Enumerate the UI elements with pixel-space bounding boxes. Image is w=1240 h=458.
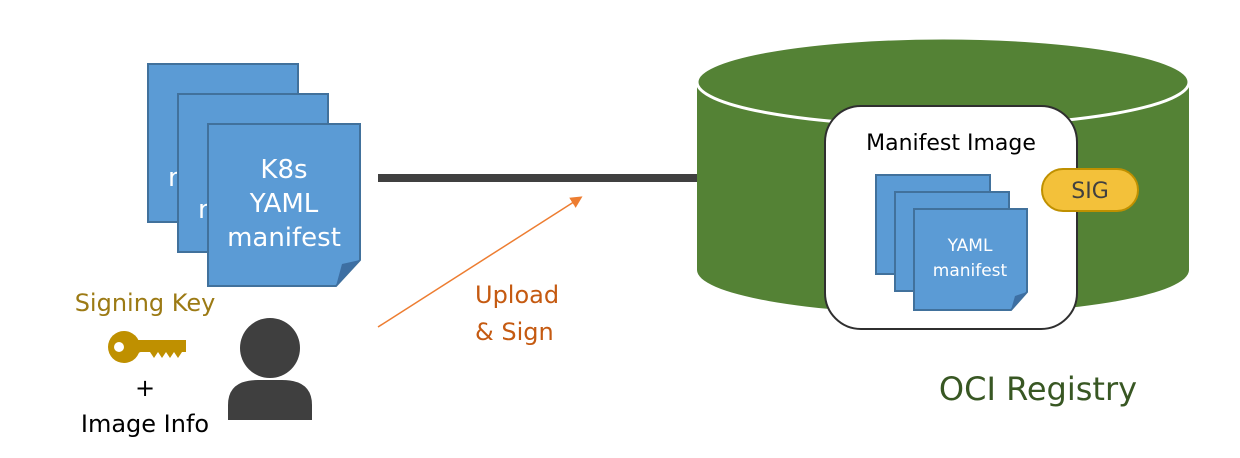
image-info-label: Image Info	[81, 410, 209, 438]
signature-badge: SIG	[1041, 168, 1139, 212]
user-icon	[228, 318, 312, 420]
front-doc-line-3: manifest	[227, 223, 341, 253]
inner-doc-line-2: manifest	[933, 261, 1008, 281]
front-doc-line-2: YAML	[249, 189, 319, 219]
front-doc-line-1: K8s	[260, 155, 307, 185]
inner-doc-line-1: YAML	[947, 236, 993, 256]
manifest-image-box: Manifest Image YAML manifest	[824, 105, 1078, 330]
manifest-document-stack: m m K8s YAML manifest	[147, 63, 361, 287]
key-icon	[108, 331, 186, 363]
sign-label: & Sign	[475, 318, 554, 346]
manifest-image-title: Manifest Image	[866, 131, 1036, 156]
manifest-document-front: K8s YAML manifest	[207, 123, 361, 287]
oci-registry-label: OCI Registry	[939, 370, 1137, 408]
upload-label: Upload	[475, 281, 559, 309]
signing-key-label: Signing Key	[75, 289, 216, 317]
plus-sign: +	[135, 374, 155, 402]
inner-manifest-document-stack: YAML manifest	[875, 174, 1028, 311]
signature-badge-label: SIG	[1071, 179, 1109, 204]
upload-sign-arrow	[377, 196, 583, 328]
